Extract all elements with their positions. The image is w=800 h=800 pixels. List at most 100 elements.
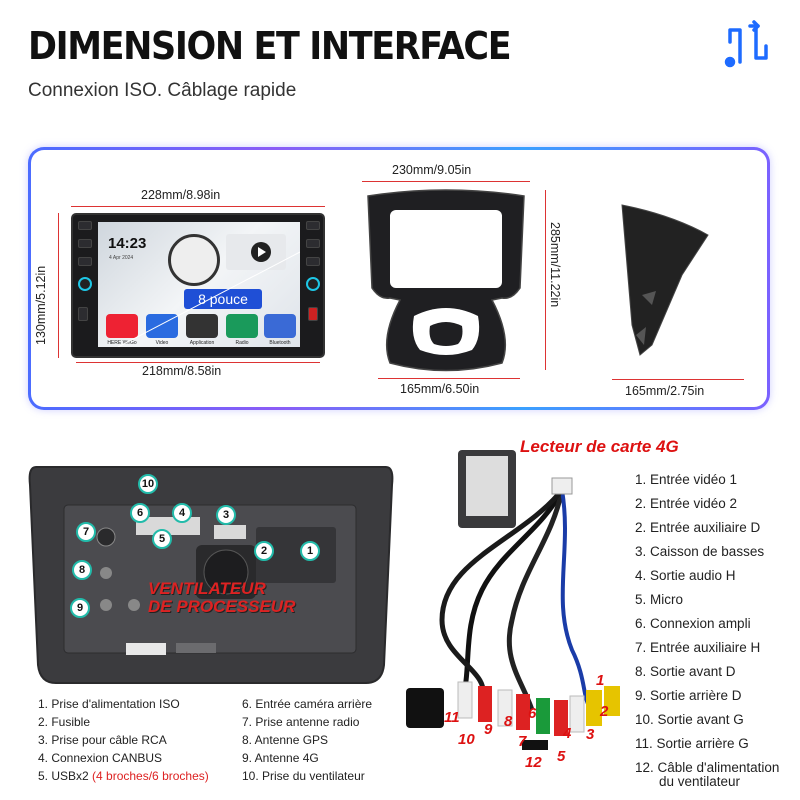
back-legend-list-right: 6. Entrée caméra arrière 7. Prise antenn… <box>242 696 372 786</box>
list-item: 2. Entrée vidéo 2 <box>635 496 738 511</box>
radio-app-icon <box>226 314 258 338</box>
navigation-app-icon <box>106 314 138 338</box>
stereo-width-top-label: 228mm/8.98in <box>141 188 221 202</box>
back-badge-2: 2 <box>254 541 274 561</box>
clock-text: 14:23 <box>108 235 147 252</box>
list-item: 6. Entrée caméra arrière <box>242 697 373 711</box>
stereo-unit-image: 14:23 4 Apr 2024 8 pouce HERE WeGo Video… <box>71 213 325 358</box>
dash-bracket-image <box>367 189 525 372</box>
fan-label-line-2: DE PROCESSEUR <box>148 597 296 616</box>
mic-button <box>78 221 92 230</box>
list-item: 10. Prise du ventilateur <box>242 769 365 783</box>
harness-num-11: 11 <box>444 709 460 726</box>
list-item: 6. Connexion ampli <box>635 616 751 631</box>
harness-num-7: 7 <box>518 733 527 750</box>
usb-pin-note: (4 broches/6 broches) <box>92 769 209 783</box>
volume-knob <box>78 277 92 291</box>
app-label-4: Bluetooth <box>269 340 291 346</box>
back-badge-10: 10 <box>138 474 158 494</box>
fan-label: VENTILATEUR DE PROCESSEUR <box>148 580 295 616</box>
speedometer-icon <box>168 234 220 286</box>
back-badge-6: 6 <box>130 503 150 523</box>
list-item: 3. Caisson de basses <box>635 544 765 559</box>
seek-knob <box>306 277 320 291</box>
usb-item-label: 5. USBx2 <box>38 769 93 783</box>
back-badge-1: 1 <box>300 541 320 561</box>
back-legend-list-left: 1. Prise d'alimentation ISO 2. Fusible 3… <box>38 696 209 786</box>
harness-num-10: 10 <box>458 731 475 748</box>
list-item: 11. Sortie arrière G <box>635 736 749 751</box>
screen-glare <box>117 251 300 347</box>
list-item: 4. Connexion CANBUS <box>38 751 163 765</box>
list-item: 7. Entrée auxiliaire H <box>635 640 761 655</box>
stereo-width-bottom-label: 218mm/8.58in <box>142 364 222 378</box>
stereo-height-label: 130mm/5.12in <box>34 265 48 345</box>
list-item: du ventilateur <box>659 774 741 789</box>
harness-num-3: 3 <box>586 726 595 743</box>
stereo-width-top-line <box>71 206 325 207</box>
list-item: 4. Sortie audio H <box>635 568 736 583</box>
harness-num-8: 8 <box>504 713 513 730</box>
list-item: 7. Prise antenne radio <box>242 715 360 729</box>
band-button <box>306 239 320 248</box>
app-label-1: Video <box>155 340 169 346</box>
play-icon <box>251 242 271 262</box>
bracket-width-bottom-label: 165mm/6.50in <box>400 382 480 396</box>
list-item: 2. Entrée auxiliaire D <box>635 520 761 535</box>
back-badge-5: 5 <box>152 529 172 549</box>
harness-num-5: 5 <box>557 748 566 765</box>
stereo-height-line <box>58 213 59 358</box>
side-cover-image <box>621 204 709 356</box>
harness-num-9: 9 <box>484 721 493 738</box>
list-item: 1. Entrée vidéo 1 <box>635 472 738 487</box>
mode-button <box>78 257 92 266</box>
app-label-0: HERE WeGo <box>107 340 137 346</box>
cover-width-line <box>612 379 744 380</box>
date-text: 4 Apr 2024 <box>109 255 134 261</box>
wiring-harness-image <box>406 450 620 750</box>
harness-num-6: 6 <box>528 705 537 722</box>
list-item: 3. Prise pour câble RCA <box>38 733 167 747</box>
menu-button <box>78 239 92 248</box>
bracket-height-line <box>545 190 546 370</box>
back-badge-4: 4 <box>172 503 192 523</box>
screen-size-badge: 8 pouce <box>184 289 262 309</box>
harness-num-1: 1 <box>596 672 605 689</box>
list-item: 1. Prise d'alimentation ISO <box>38 697 180 711</box>
swap-connector-icon <box>724 20 768 68</box>
harness-num-12: 12 <box>525 754 542 771</box>
list-item: 12. Câble d'alimentation <box>635 760 780 775</box>
list-item: 10. Sortie avant G <box>635 712 744 727</box>
list-item: 5. USBx2 (4 broches/6 broches) <box>38 768 209 786</box>
app-label-3: Radio <box>235 340 249 346</box>
bluetooth-app-icon <box>264 314 296 338</box>
bracket-width-top-label: 230mm/9.05in <box>392 163 472 177</box>
stereo-width-bottom-line <box>76 362 320 363</box>
app-label-2: Application <box>189 340 215 346</box>
bracket-width-top-line <box>362 181 530 182</box>
stereo-screen: 14:23 4 Apr 2024 8 pouce HERE WeGo Video… <box>98 222 300 347</box>
unit-back-panel-image <box>28 466 394 684</box>
list-item: 5. Micro <box>635 592 684 607</box>
page-title: DIMENSION ET INTERFACE <box>28 24 512 68</box>
harness-legend-list: 1. Entrée vidéo 1 2. Entrée vidéo 2 2. E… <box>635 472 800 798</box>
usb-port <box>78 307 88 321</box>
list-item: 2. Fusible <box>38 715 91 729</box>
back-badge-3: 3 <box>216 505 236 525</box>
back-badge-9: 9 <box>70 598 90 618</box>
rst-button <box>306 221 320 230</box>
eq-button <box>306 257 320 266</box>
back-badge-7: 7 <box>76 522 96 542</box>
list-item: 9. Antenne 4G <box>242 751 319 765</box>
list-item: 8. Sortie avant D <box>635 664 736 679</box>
back-badge-8: 8 <box>72 560 92 580</box>
list-item: 8. Antenne GPS <box>242 733 329 747</box>
usb-port-red <box>308 307 318 321</box>
cover-width-label: 165mm/2.75in <box>625 384 705 398</box>
bracket-height-label: 285mm/11.22in <box>548 222 562 308</box>
page-subtitle: Connexion ISO. Câblage rapide <box>28 80 297 101</box>
bracket-width-bottom-line <box>378 378 520 379</box>
harness-num-2: 2 <box>600 703 609 720</box>
application-app-icon <box>186 314 218 338</box>
